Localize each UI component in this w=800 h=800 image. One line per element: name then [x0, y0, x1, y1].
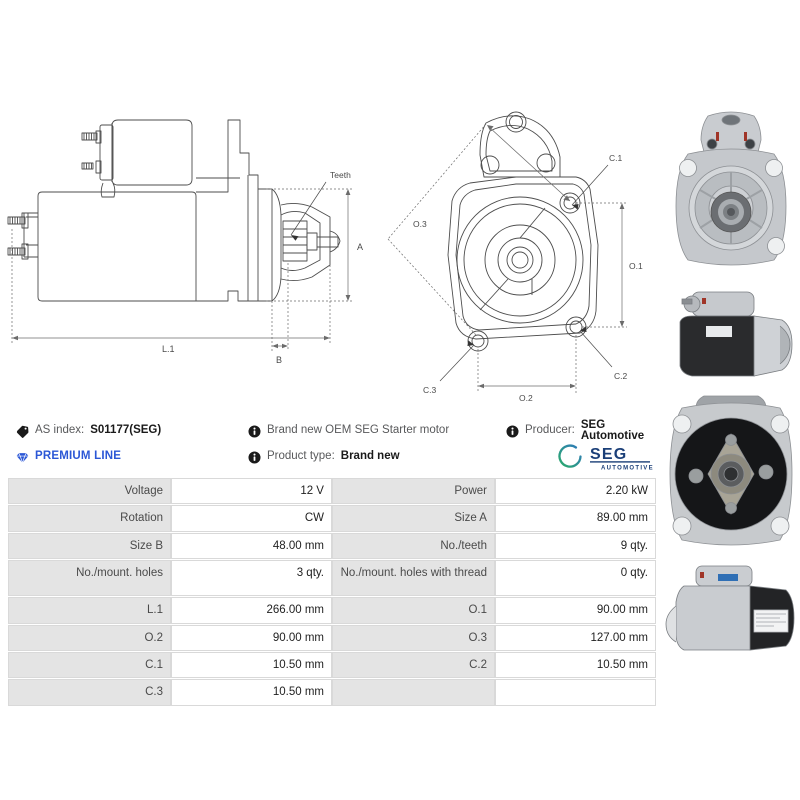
- premium-line-label: PREMIUM LINE: [35, 450, 122, 463]
- product-type-badge: Product type: Brand new: [248, 446, 506, 468]
- as-index-badge: AS index: S01177(SEG): [0, 420, 248, 442]
- starter-motor-side-view: Teeth A B L.1: [0, 105, 380, 405]
- technical-drawings: Teeth A B L.1: [0, 105, 660, 405]
- table-row: Size B 48.00 mm No./teeth 9 qty.: [8, 532, 656, 560]
- product-photo-drive-end-front[interactable]: [662, 110, 800, 278]
- spec-value: 90.00 mm: [171, 624, 332, 651]
- callout-c2: C.2: [614, 371, 628, 381]
- spec-label: No./mount. holes: [8, 560, 171, 597]
- table-row: C.1 10.50 mm C.2 10.50 mm: [8, 651, 656, 679]
- spec-value: 266.00 mm: [171, 597, 332, 624]
- product-photo-side-view-2[interactable]: [662, 558, 800, 666]
- callout-c3: C.3: [423, 385, 437, 395]
- spec-value: 2.20 kW: [494, 478, 656, 505]
- starter-motor-front-view: O.3 C.1 O.1 C.3 O.2 C.2: [380, 105, 660, 405]
- table-row: C.3 10.50 mm: [8, 679, 656, 706]
- spec-label: C.2: [331, 651, 495, 679]
- product-photo-gallery: [662, 110, 800, 666]
- badge-row-top: AS index: S01177(SEG) Brand new OEM SEG …: [0, 418, 660, 442]
- spec-value: 10.50 mm: [171, 651, 332, 679]
- spec-value: 48.00 mm: [171, 532, 332, 560]
- tag-icon: [16, 425, 29, 438]
- specification-table: Voltage 12 V Power 2.20 kW Rotation CW S…: [8, 477, 656, 707]
- product-photo-commutator-end[interactable]: [662, 394, 800, 554]
- callout-o2: O.2: [519, 393, 533, 403]
- spec-label: O.2: [8, 624, 171, 651]
- as-index-label: AS index:: [35, 424, 85, 437]
- callout-l1: L.1: [162, 344, 175, 354]
- spec-table-body: Voltage 12 V Power 2.20 kW Rotation CW S…: [8, 478, 656, 706]
- info-icon: [248, 424, 261, 438]
- spec-value: 10.50 mm: [494, 651, 656, 679]
- product-type-value: Brand new: [340, 450, 400, 463]
- spec-label: No./mount. holes with thread: [331, 560, 495, 597]
- seg-wordmark: SEG: [590, 446, 627, 463]
- spec-label: O.1: [331, 597, 495, 624]
- spec-label: L.1: [8, 597, 171, 624]
- callout-teeth: Teeth: [330, 170, 351, 180]
- product-type-label: Product type:: [267, 450, 335, 463]
- table-row: Rotation CW Size A 89.00 mm: [8, 505, 656, 532]
- as-index-value: S01177(SEG): [90, 424, 162, 437]
- spec-value: 0 qty.: [494, 560, 656, 597]
- spec-label: [331, 679, 495, 706]
- diamond-icon: [16, 451, 29, 464]
- spec-label: Size A: [331, 505, 495, 532]
- spec-value: 10.50 mm: [171, 679, 332, 706]
- spec-value: 12 V: [171, 478, 332, 505]
- callout-o1: O.1: [629, 261, 643, 271]
- spec-label: Voltage: [8, 478, 171, 505]
- seg-subtext: AUTOMOTIVE: [601, 466, 654, 472]
- spec-label: No./teeth: [331, 532, 495, 560]
- spec-label: Rotation: [8, 505, 171, 532]
- product-photo-side-view-1[interactable]: [662, 282, 800, 390]
- spec-value: 90.00 mm: [494, 597, 656, 624]
- spec-label: C.3: [8, 679, 171, 706]
- spec-label: C.1: [8, 651, 171, 679]
- table-row: No./mount. holes 3 qty. No./mount. holes…: [8, 560, 656, 597]
- spec-value: 9 qty.: [494, 532, 656, 560]
- spec-value: CW: [171, 505, 332, 532]
- callout-c1: C.1: [609, 153, 623, 163]
- producer-label: Producer:: [525, 424, 575, 437]
- info-icon: [506, 424, 519, 438]
- spec-value: 89.00 mm: [494, 505, 656, 532]
- table-row: L.1 266.00 mm O.1 90.00 mm: [8, 597, 656, 624]
- product-info-badges: AS index: S01177(SEG) Brand new OEM SEG …: [0, 418, 660, 470]
- seg-automotive-logo: SEG AUTOMOTIVE: [552, 442, 654, 472]
- producer-value: SEG Automotive: [580, 418, 645, 442]
- callout-o3: O.3: [413, 219, 427, 229]
- spec-label: Power: [331, 478, 495, 505]
- callout-a: A: [357, 242, 363, 252]
- premium-line-badge: PREMIUM LINE: [0, 446, 248, 468]
- producer-badge: Producer: SEG Automotive: [506, 418, 660, 442]
- info-icon: [248, 450, 261, 464]
- badge-row-bottom: PREMIUM LINE Product type: Brand new: [0, 446, 660, 468]
- description-label: Brand new OEM SEG Starter motor: [267, 424, 450, 437]
- callout-b: B: [276, 355, 282, 365]
- spec-value: 127.00 mm: [494, 624, 656, 651]
- spec-label: O.3: [331, 624, 495, 651]
- table-row: O.2 90.00 mm O.3 127.00 mm: [8, 624, 656, 651]
- spec-value: 3 qty.: [171, 560, 332, 597]
- spec-value: [494, 679, 656, 706]
- table-row: Voltage 12 V Power 2.20 kW: [8, 478, 656, 505]
- description-badge: Brand new OEM SEG Starter motor: [248, 420, 506, 442]
- spec-label: Size B: [8, 532, 171, 560]
